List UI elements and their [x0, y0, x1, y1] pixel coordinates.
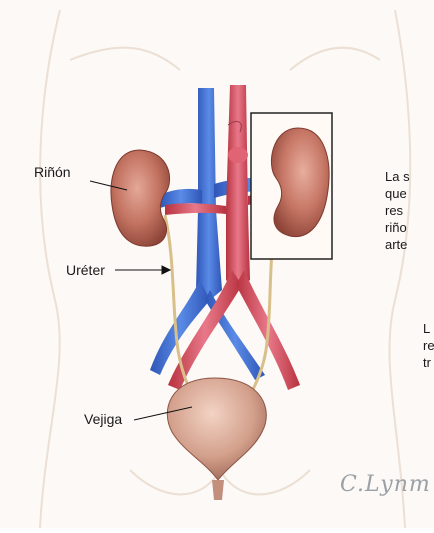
side-text-line: L: [423, 320, 434, 337]
side-text-line: que: [385, 185, 410, 202]
artist-signature: C.Lynm: [340, 472, 431, 497]
label-ureter: Uréter: [66, 262, 105, 278]
side-text-line: arte: [385, 236, 410, 253]
side-text-line: re: [423, 337, 434, 354]
label-kidney: Riñón: [34, 164, 71, 180]
side-text-line: res: [385, 202, 410, 219]
side-text-line: riño: [385, 219, 410, 236]
label-bladder: Vejiga: [84, 411, 122, 427]
side-text-block-1: La s que res riño arte: [385, 168, 410, 253]
side-text-line: La s: [385, 168, 410, 185]
side-text-block-2: L re tr: [423, 320, 434, 371]
side-text-line: tr: [423, 354, 434, 371]
